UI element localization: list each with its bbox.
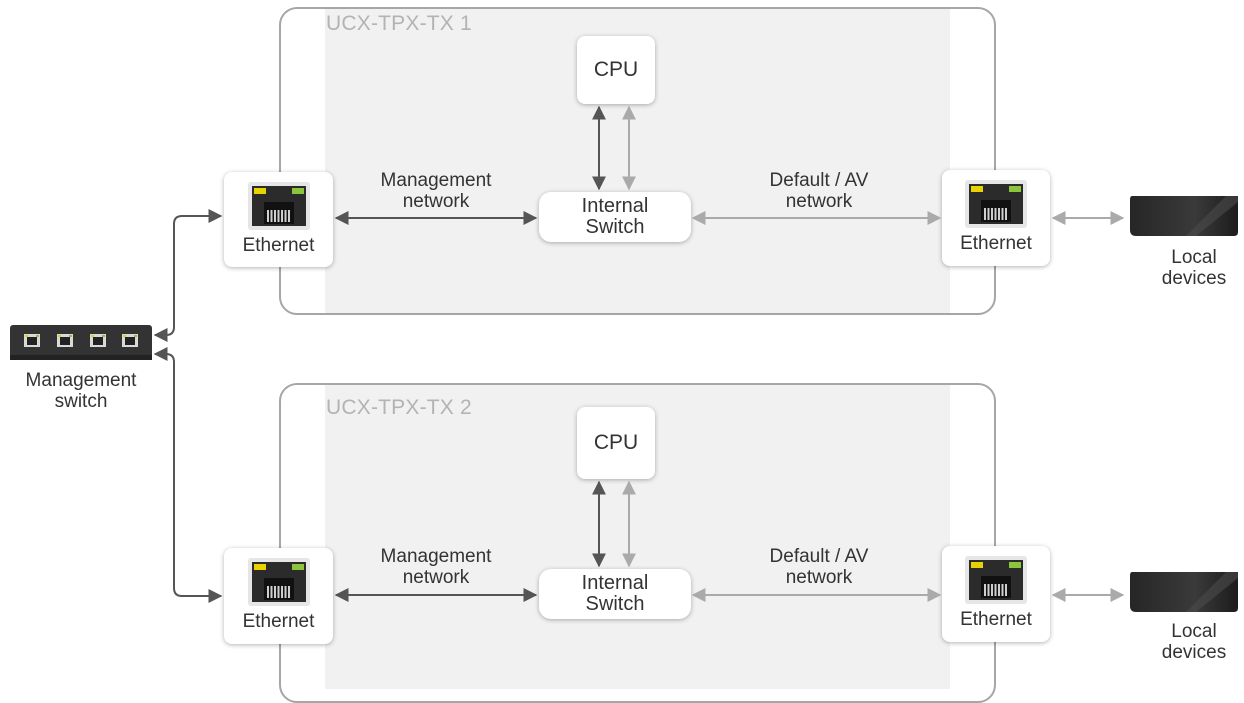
switch-label-line1: Internal [581,572,649,594]
rj45-port-icon [965,180,1027,228]
switch-label-line2: Switch [585,216,645,238]
management-network-label-1: Management network [368,170,504,212]
label-line2: network [402,567,470,588]
label-line1: Local [1171,247,1217,268]
cpu-label: CPU [593,58,639,81]
ethernet-port-right-1: Ethernet [942,170,1050,266]
av-network-label-1: Default / AV network [752,170,886,212]
internal-switch-2: Internal Switch [539,569,691,619]
media-player-icon [1130,196,1238,236]
switch-uplink-1 [153,209,223,342]
management-switch-label: Management switch [10,370,152,412]
label-line2: switch [54,391,108,412]
port-label: Ethernet [242,235,315,256]
av-network-label-2: Default / AV network [752,546,886,588]
switch-uplink-2 [153,347,223,603]
port-label: Ethernet [960,233,1032,254]
ethernet-port-left-2: Ethernet [224,548,333,644]
device-title-1: UCX-TPX-TX 1 [326,12,472,35]
cpu-label: CPU [593,431,639,454]
cpu-block-1: CPU [577,36,655,104]
port-label: Ethernet [960,609,1032,630]
local-devices-label-1: Local devices [1144,247,1244,289]
label-line1: Default / AV [769,546,869,567]
label-line1: Management [380,546,492,567]
label-line1: Default / AV [769,170,869,191]
ethernet-port-left-1: Ethernet [224,172,333,267]
label-line2: devices [1161,642,1227,663]
media-player-icon [1130,572,1238,612]
local-devices-label-2: Local devices [1144,621,1244,663]
label-line2: devices [1161,268,1227,289]
cpu-block-2: CPU [577,407,655,479]
management-network-label-2: Management network [368,546,504,588]
ethernet-port-right-2: Ethernet [942,546,1050,642]
switch-label-line2: Switch [585,593,645,615]
rj45-port-icon [247,558,310,606]
switch-label-line1: Internal [581,195,649,217]
label-line2: network [402,191,470,212]
label-line1: Management [380,170,492,191]
internal-switch-1: Internal Switch [539,192,691,242]
rj45-port-icon [247,182,310,230]
label-line1: Management [25,370,137,391]
label-line1: Local [1171,621,1217,642]
device-title-2: UCX-TPX-TX 2 [326,396,472,419]
label-line2: network [785,567,853,588]
rj45-port-icon [965,556,1027,604]
port-label: Ethernet [242,611,315,632]
network-switch-icon [10,325,152,360]
label-line2: network [785,191,853,212]
